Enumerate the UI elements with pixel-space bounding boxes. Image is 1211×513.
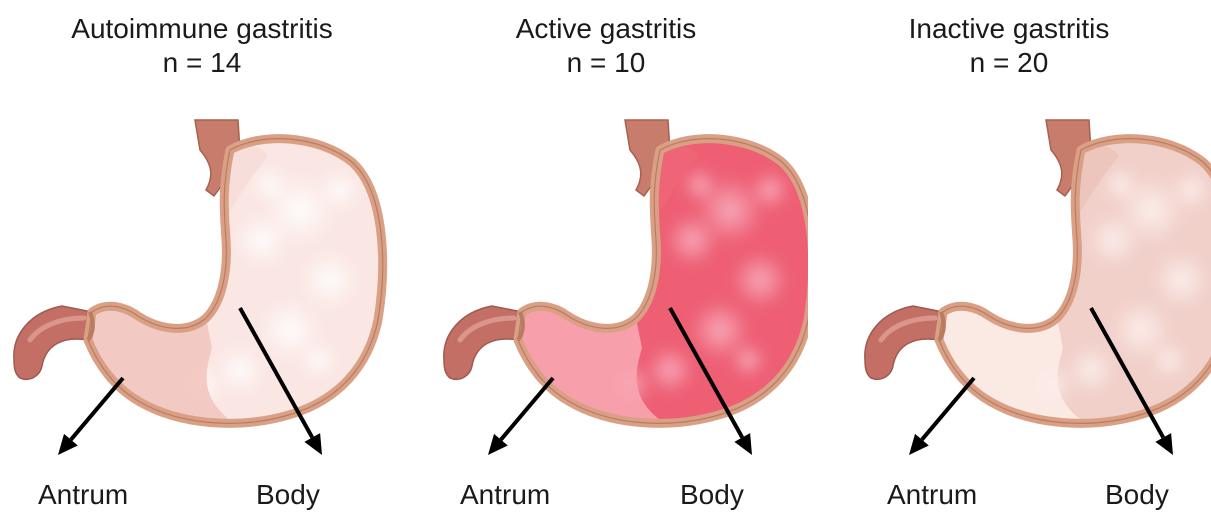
stomach-group xyxy=(14,120,383,423)
stomach-illustration xyxy=(807,0,1211,513)
mucosa-spot xyxy=(666,214,718,266)
mucosa-spot xyxy=(646,346,694,394)
panel-inactive: Inactive gastritis n = 20 Antrum Body xyxy=(807,0,1211,513)
mucosa-spot xyxy=(1087,214,1139,266)
mucosa-spot xyxy=(1151,342,1187,378)
antrum-label: Antrum xyxy=(887,478,977,512)
mucosa-spot xyxy=(1103,167,1139,203)
panel-autoimmune: Autoimmune gastritis n = 14 Antrum Body xyxy=(0,0,404,513)
mucosa-spot xyxy=(732,252,788,308)
mucosa-spot xyxy=(1067,346,1115,394)
mucosa-spot xyxy=(300,342,336,378)
body-label: Body xyxy=(680,478,744,512)
mucosa-spot xyxy=(730,342,766,378)
mucosa-spot xyxy=(1153,252,1209,308)
stomach-illustration xyxy=(404,0,808,513)
antrum-arrow-shaft xyxy=(501,378,553,440)
mucosa-spot xyxy=(236,214,288,266)
stomach-group xyxy=(865,120,1211,423)
body-label: Body xyxy=(1105,478,1169,512)
mucosa-spot xyxy=(302,252,358,308)
mucosa-spot xyxy=(320,170,360,210)
antrum-arrow-shaft xyxy=(922,378,974,440)
stomach-group xyxy=(444,120,808,423)
mucosa-spot xyxy=(216,346,264,394)
mucosa-spot xyxy=(682,167,718,203)
antrum-arrow-shaft xyxy=(71,378,123,440)
mucosa-spot xyxy=(750,170,790,210)
stomach-illustration xyxy=(0,0,404,513)
panel-active: Active gastritis n = 10 Antrum Body xyxy=(404,0,808,513)
antrum-label: Antrum xyxy=(460,478,550,512)
antrum-label: Antrum xyxy=(38,478,128,512)
mucosa-spot xyxy=(252,167,288,203)
mucosa-spot xyxy=(1171,170,1211,210)
body-label: Body xyxy=(256,478,320,512)
